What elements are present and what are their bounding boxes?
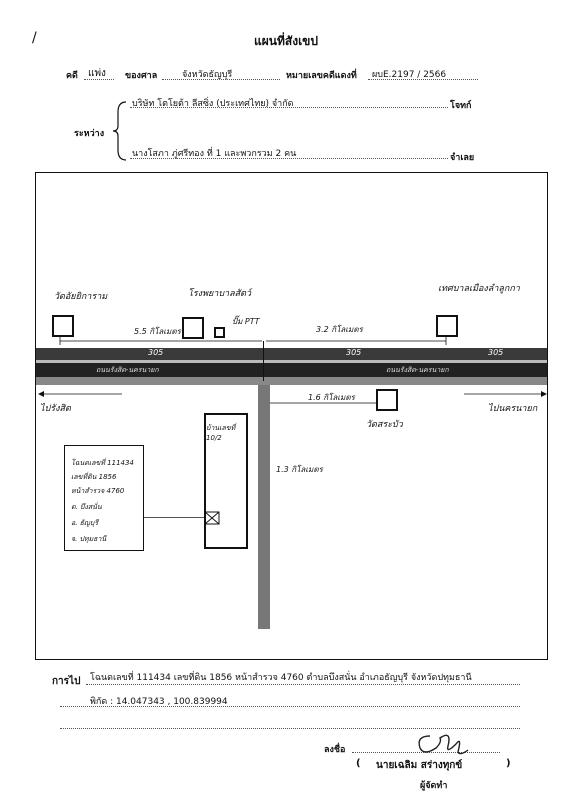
road-km-right: 305: [488, 348, 504, 357]
direction-arrows: [38, 391, 547, 397]
legend-line5: อ. ธัญบุรี: [71, 519, 99, 527]
page-mark: /: [32, 30, 37, 46]
road-km-left: 305: [148, 348, 164, 357]
map-frame: วัดอัยยิการาม โรงพยาบาลสัตว์ ปั๊ม PTT เท…: [35, 172, 548, 660]
court-dots: [162, 79, 280, 80]
signature-icon: [418, 734, 469, 755]
legend-line3: หน้าสำรวจ 4760: [71, 487, 125, 495]
court-label: ของศาล: [125, 71, 158, 81]
legend-line1: โฉนดเลขที่ 111434: [71, 459, 134, 467]
legend-box: โฉนดเลขที่ 111434 เลขที่ดิน 1856 หน้าสำร…: [64, 445, 144, 551]
plot-cross-icon: [204, 511, 220, 525]
main-road-median: [36, 360, 547, 363]
signer-role: ผู้จัดทำ: [420, 781, 448, 791]
temple-bottom-marker: [376, 389, 398, 411]
sign-label: ลงชื่อ: [324, 745, 346, 755]
case-no: ผบE.2197 / 2566: [372, 70, 447, 80]
direction-right: ไปนครนายก: [488, 404, 538, 414]
school-marker: [182, 317, 204, 339]
dest-text: โฉนดเลขที่ 111434 เลขที่ดิน 1856 หน้าสำร…: [90, 673, 472, 683]
distance-left-top: 5.5 กิโลเมตร: [134, 327, 181, 336]
signer-close-paren: ): [506, 758, 511, 769]
case-no-label: หมายเลขคดีแดงที่: [286, 71, 357, 81]
legend-line2: เลขที่ดิน 1856: [71, 473, 117, 481]
plaintiff-role: โจทก์: [450, 101, 472, 111]
temple-top-left-marker: [52, 315, 74, 337]
distance-lines: [59, 337, 447, 345]
case-type-dots: [84, 79, 114, 80]
signer-name: นายเฉลิม สร่างทุกข์: [376, 760, 463, 771]
signer-open-paren: (: [356, 758, 361, 769]
landmark-ptt: ปั๊ม PTT: [232, 317, 260, 326]
case-type: แพ่ง: [88, 68, 106, 79]
dest-dots-2: [60, 706, 520, 707]
legend-line6: จ. ปทุมธานี: [71, 535, 107, 543]
case-label: คดี: [66, 71, 78, 81]
main-road-lower: [36, 363, 547, 377]
municipality-marker: [436, 315, 458, 337]
distance-below-line: [264, 402, 388, 404]
landmark-temple-top-left: วัดอัยยิการาม: [54, 292, 108, 302]
main-road-shoulder: [36, 377, 547, 385]
target-plot-label: บ้านเลขที่ 10/2: [206, 424, 236, 442]
soi-road: [258, 385, 270, 629]
defendant-name: นางโสภา ภู่ศรีทอง ที่ 1 และพวกรวม 2 คน: [132, 149, 297, 159]
road-name-left: ถนนรังสิต-นครนายก: [96, 366, 159, 374]
plaintiff-name: บริษัท โตโยต้า ลีสซิ่ง (ประเทศไทย) จำกัด: [132, 99, 294, 109]
page-title: แผนที่สังเขป: [254, 34, 318, 48]
road-km-mid: 305: [346, 348, 362, 357]
road-name-right: ถนนรังสิต-นครนายก: [386, 366, 449, 374]
legend-line4: ต. บึงสนั่น: [71, 503, 102, 511]
distance-below-road: 1.6 กิโลเมตร: [308, 393, 355, 402]
dest-dots-1: [86, 684, 520, 685]
main-road-upper: [36, 348, 547, 360]
target-plot: [204, 413, 248, 549]
dest-dots-3: [60, 728, 520, 729]
ptt-marker: [214, 327, 225, 338]
case-no-dots: [368, 79, 478, 80]
coords: พิกัด : 14.047343 , 100.839994: [90, 697, 228, 707]
court-name: จังหวัดธัญบุรี: [182, 70, 233, 80]
plaintiff-dots: [130, 107, 448, 108]
distance-soi: 1.3 กิโลเมตร: [276, 465, 323, 474]
direction-left: ไปรังสิต: [40, 404, 71, 414]
brace-icon: [112, 101, 127, 161]
dest-label: การไป: [52, 676, 81, 687]
landmark-municipality: เทศบาลเมืองลำลูกกา: [438, 284, 520, 294]
distance-right-top: 3.2 กิโลเมตร: [316, 325, 363, 334]
legend-pointer: [140, 517, 204, 518]
landmark-temple-bottom: วัดสระบัว: [366, 420, 403, 430]
road-junction-mark: [263, 341, 264, 381]
defendant-role: จำเลย: [450, 153, 475, 163]
between-label: ระหว่าง: [74, 129, 105, 139]
landmark-school: โรงพยาบาลสัตว์: [188, 289, 251, 299]
defendant-dots: [130, 158, 448, 159]
